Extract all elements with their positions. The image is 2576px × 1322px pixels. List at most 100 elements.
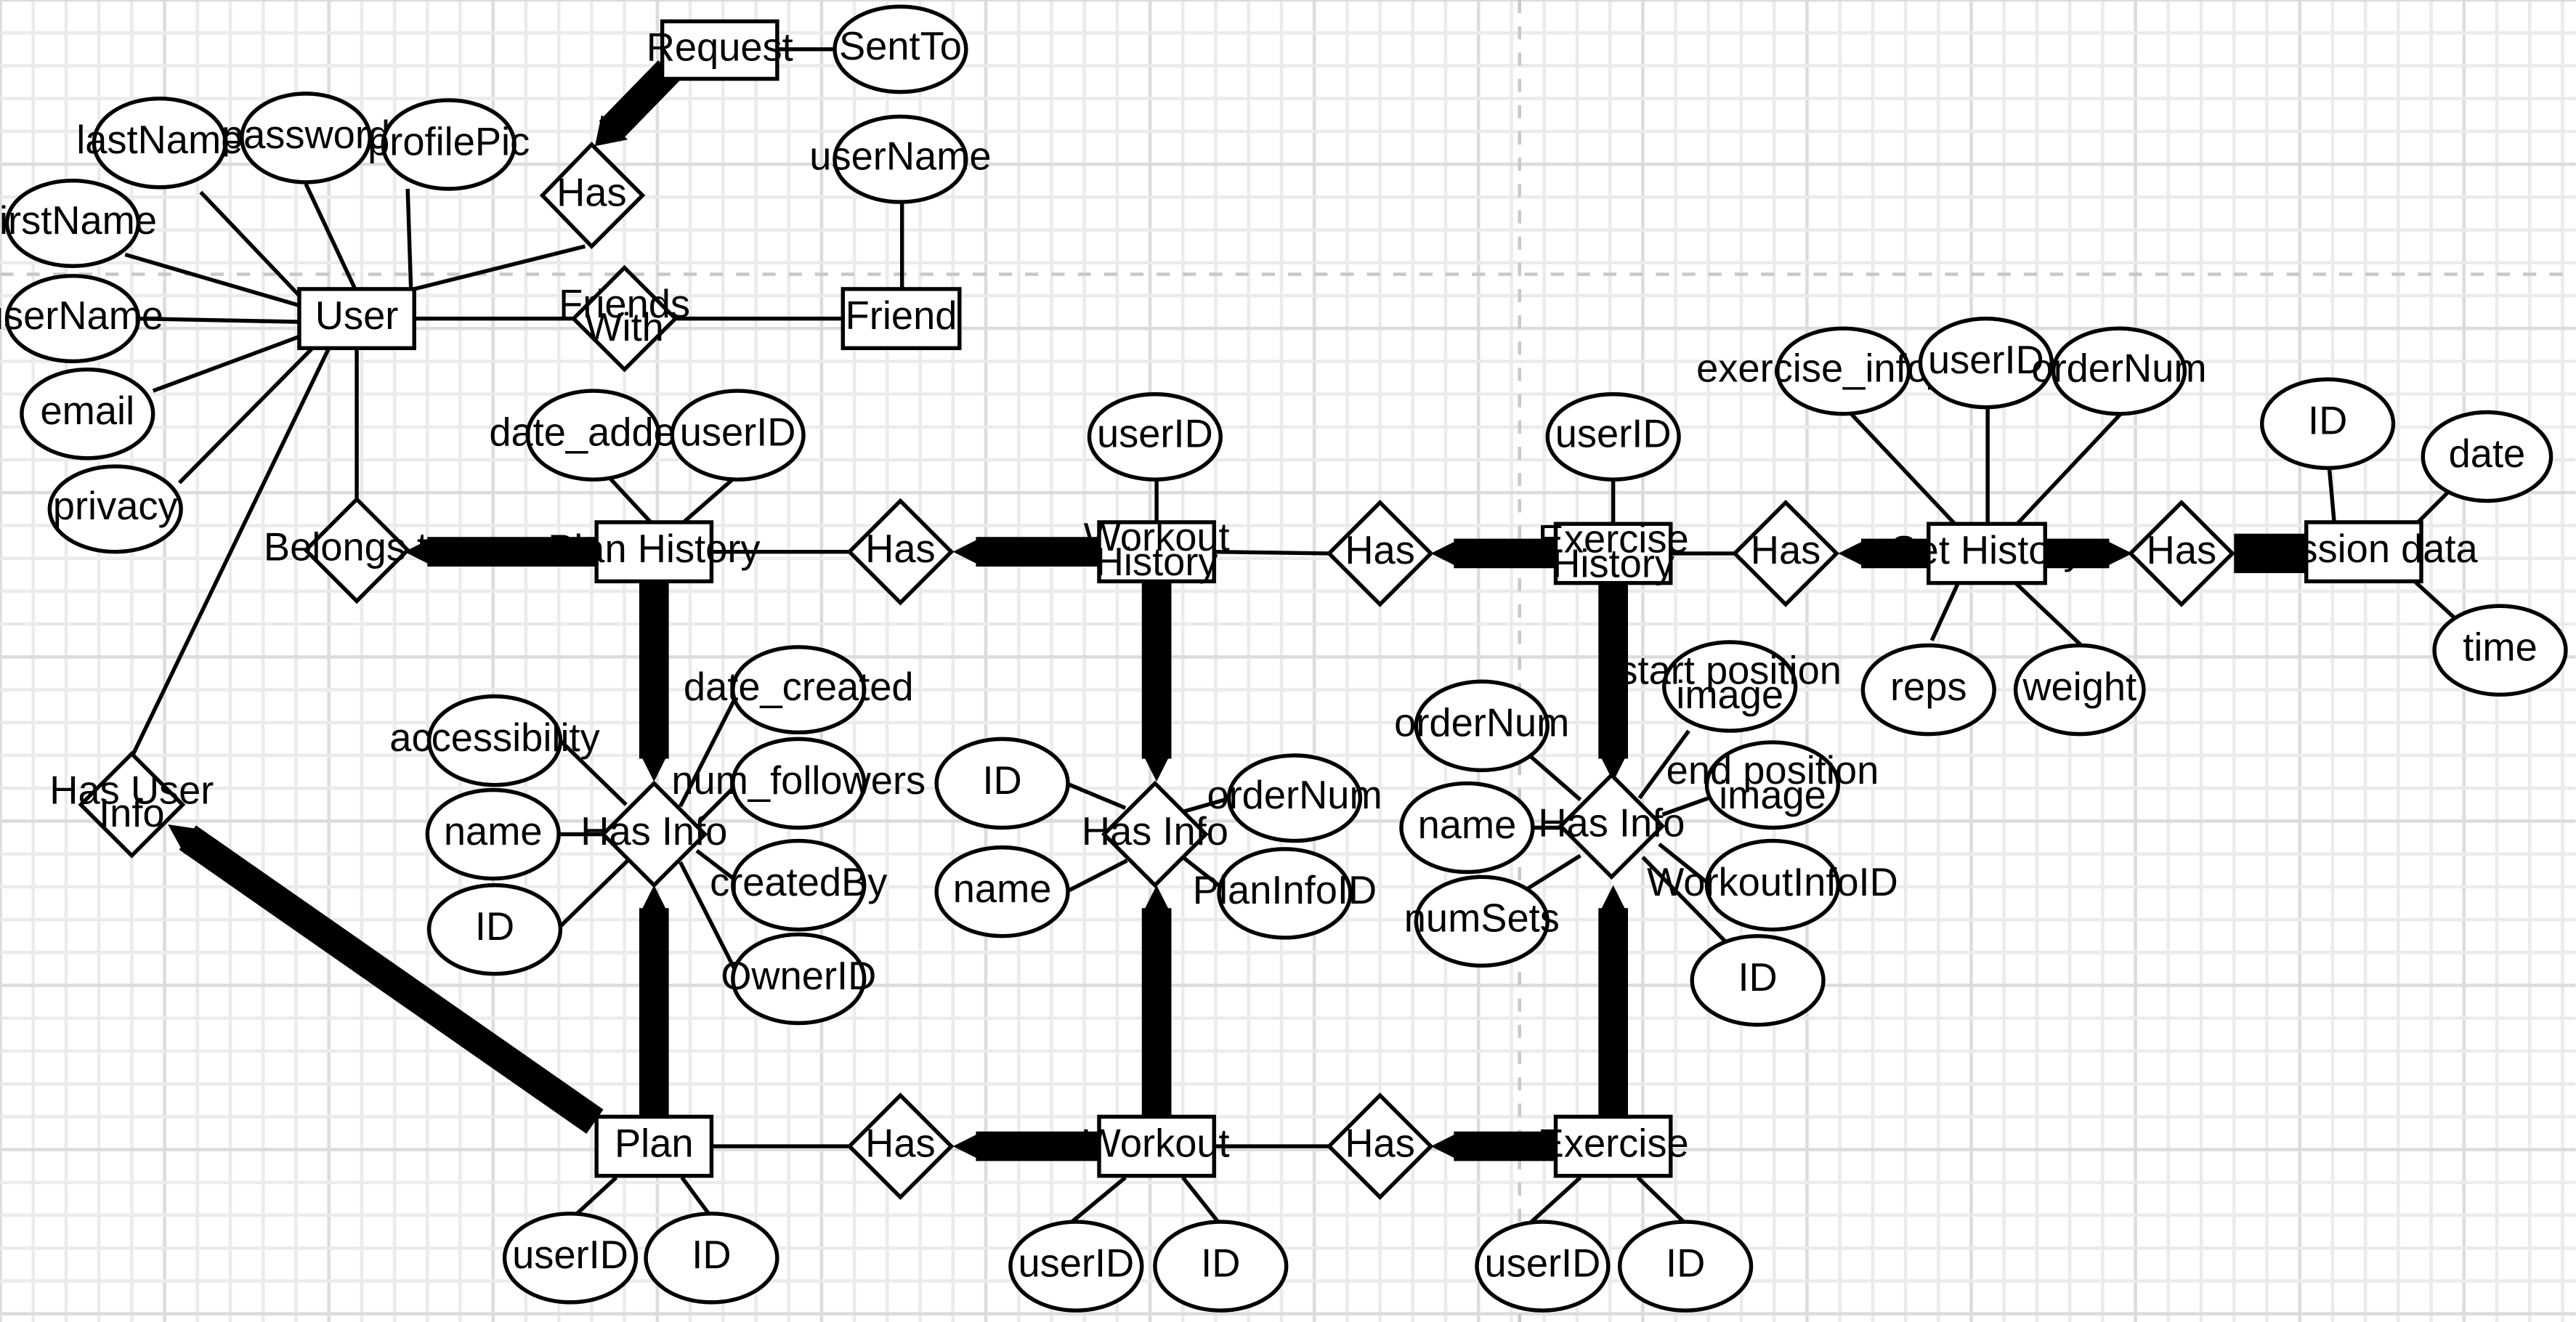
entity-exercise-history-label-line2: History bbox=[1552, 542, 1675, 585]
entity-user[interactable]: User bbox=[297, 287, 416, 351]
attribute-user-email[interactable]: email bbox=[20, 367, 155, 461]
attribute-friend-username[interactable]: userName bbox=[809, 114, 992, 204]
attribute-plan-info-date-created-label: date_created bbox=[684, 665, 914, 709]
attribute-user-lastname-label: lastName bbox=[76, 118, 243, 162]
attribute-workout-info-id[interactable]: ID bbox=[934, 737, 1070, 830]
attribute-plan-info-date-created[interactable]: date_created bbox=[684, 645, 914, 735]
relationship-workout-history-has-label: Has bbox=[865, 527, 935, 571]
attribute-user-username[interactable]: userName bbox=[0, 274, 163, 364]
attribute-plan-info-ownerid[interactable]: OwnerID bbox=[721, 932, 876, 1026]
attribute-user-firstname-label: firstName bbox=[0, 199, 157, 243]
attribute-workout-history-userid[interactable]: userID bbox=[1087, 392, 1223, 482]
attribute-user-privacy[interactable]: privacy bbox=[47, 464, 183, 554]
attribute-exercise-history-userid[interactable]: userID bbox=[1545, 392, 1681, 482]
attribute-exercise-info-end-image-label-line1: end position bbox=[1666, 749, 1879, 792]
attribute-workout-id-label: ID bbox=[1201, 1241, 1240, 1285]
attribute-user-firstname[interactable]: firstName bbox=[0, 178, 157, 268]
attribute-session-date[interactable]: date bbox=[2421, 410, 2553, 503]
attribute-plan-info-createdby-label: createdBy bbox=[710, 861, 888, 904]
relationship-workout-has-info[interactable]: Has Info bbox=[1082, 780, 1228, 888]
attribute-session-time-label: time bbox=[2463, 626, 2537, 670]
attribute-exercise-info-numsets[interactable]: numSets bbox=[1404, 875, 1560, 968]
attribute-exercise-history-userid-label: userID bbox=[1555, 413, 1672, 456]
attribute-workout-userid[interactable]: userID bbox=[1008, 1220, 1144, 1313]
entity-plan-history[interactable]: Plan History bbox=[548, 520, 761, 584]
attribute-exercise-info-id-label: ID bbox=[1738, 956, 1777, 999]
attribute-plan-history-userid[interactable]: userID bbox=[670, 389, 806, 482]
attribute-plan-info-name[interactable]: name bbox=[425, 787, 561, 881]
attribute-set-history-ordernum[interactable]: orderNum bbox=[2031, 326, 2207, 416]
relationship-request-has[interactable]: Has bbox=[539, 142, 646, 249]
entity-exercise[interactable]: Exercise bbox=[1538, 1114, 1689, 1178]
attribute-user-privacy-label: privacy bbox=[53, 484, 179, 528]
relationship-exercise-has-info[interactable]: Has Info bbox=[1538, 772, 1685, 880]
relationship-friends-with-label-line2: With bbox=[585, 306, 664, 349]
entity-friend-label: Friend bbox=[846, 294, 957, 338]
attribute-exercise-info-ordernum-label: orderNum bbox=[1394, 702, 1569, 745]
entity-plan[interactable]: Plan bbox=[594, 1114, 714, 1178]
attribute-plan-info-id[interactable]: ID bbox=[426, 883, 563, 976]
relationship-plan-has-info[interactable]: Has Info bbox=[580, 780, 727, 888]
attribute-set-history-weight-label: weight bbox=[2022, 665, 2136, 709]
attribute-plan-history-date-added[interactable]: date_added bbox=[489, 389, 697, 482]
attribute-session-id[interactable]: ID bbox=[2259, 377, 2396, 471]
attribute-exercise-info-start-image-label-line2: image bbox=[1676, 673, 1783, 717]
relationship-set-history-has[interactable]: Has bbox=[1732, 499, 1839, 607]
attribute-user-password[interactable]: password bbox=[222, 92, 390, 184]
attribute-exercise-info-ordernum[interactable]: orderNum bbox=[1394, 679, 1569, 773]
relationship-workout-history-has[interactable]: Has bbox=[846, 498, 955, 606]
entity-session-data[interactable]: Session data bbox=[2250, 520, 2479, 584]
entity-set-history[interactable]: Set History bbox=[1890, 522, 2084, 585]
attribute-exercise-info-workoutinfoid[interactable]: WorkoutInfoID bbox=[1647, 838, 1898, 932]
entity-plan-history-label: Plan History bbox=[548, 527, 761, 571]
attribute-workout-info-name[interactable]: name bbox=[934, 845, 1070, 938]
relationship-set-history-has-label: Has bbox=[1751, 529, 1820, 572]
attribute-workout-info-ordernum[interactable]: orderNum bbox=[1207, 753, 1382, 843]
attribute-user-username-label: userName bbox=[0, 294, 163, 338]
entity-workout-history-label-line2: History bbox=[1095, 540, 1219, 584]
relationship-belongs-to[interactable]: Belongs to bbox=[264, 496, 450, 604]
attribute-exercise-userid-label: userID bbox=[1485, 1241, 1601, 1285]
attribute-session-time[interactable]: time bbox=[2432, 604, 2568, 697]
relationship-session-has[interactable]: Has bbox=[2127, 499, 2235, 607]
attribute-workout-userid-label: userID bbox=[1018, 1241, 1134, 1285]
attribute-user-profilepic[interactable]: profilePic bbox=[368, 98, 530, 191]
attribute-workout-info-planinfoid[interactable]: PlanInfoID bbox=[1193, 847, 1377, 940]
attribute-request-sentto[interactable]: SentTo bbox=[833, 4, 968, 94]
attribute-plan-info-accessibility[interactable]: accessibility bbox=[389, 694, 601, 787]
arrow-connectors bbox=[168, 60, 2306, 1161]
attribute-plan-info-num-followers-label: num_followers bbox=[671, 759, 926, 803]
attribute-set-history-userid[interactable]: userID bbox=[1918, 316, 2054, 410]
attribute-exercise-userid[interactable]: userID bbox=[1475, 1220, 1611, 1313]
attribute-set-history-weight[interactable]: weight bbox=[2013, 643, 2146, 737]
attribute-plan-id-label: ID bbox=[692, 1233, 731, 1277]
attribute-workout-id[interactable]: ID bbox=[1153, 1220, 1289, 1313]
relationship-has-user-info-label-line2: Info bbox=[99, 792, 165, 835]
relationship-workout-has-label: Has bbox=[1345, 1122, 1414, 1165]
attribute-plan-userid[interactable]: userID bbox=[502, 1212, 639, 1305]
attribute-plan-info-num-followers[interactable]: num_followers bbox=[671, 737, 926, 830]
entity-friend[interactable]: Friend bbox=[841, 287, 962, 351]
attribute-plan-info-name-label: name bbox=[444, 810, 543, 853]
attribute-exercise-info-end-image-label-line2: image bbox=[1719, 774, 1826, 817]
attribute-set-history-reps[interactable]: reps bbox=[1860, 643, 1996, 737]
relationship-plan-has[interactable]: Has bbox=[846, 1092, 955, 1201]
attribute-exercise-info-id[interactable]: ID bbox=[1690, 933, 1826, 1027]
attribute-plan-id[interactable]: ID bbox=[644, 1212, 779, 1305]
attribute-exercise-id[interactable]: ID bbox=[1617, 1220, 1754, 1313]
entity-workout[interactable]: Workout bbox=[1084, 1114, 1230, 1178]
attribute-exercise-info-name[interactable]: name bbox=[1399, 781, 1535, 875]
attribute-plan-info-createdby[interactable]: createdBy bbox=[710, 838, 888, 932]
entity-request[interactable]: Request bbox=[647, 19, 793, 81]
relationship-workout-has[interactable]: Has bbox=[1326, 1092, 1434, 1201]
entity-exercise-label: Exercise bbox=[1538, 1122, 1689, 1165]
attribute-user-lastname[interactable]: lastName bbox=[76, 96, 243, 190]
relationship-exercise-history-has[interactable]: Has bbox=[1326, 499, 1434, 607]
